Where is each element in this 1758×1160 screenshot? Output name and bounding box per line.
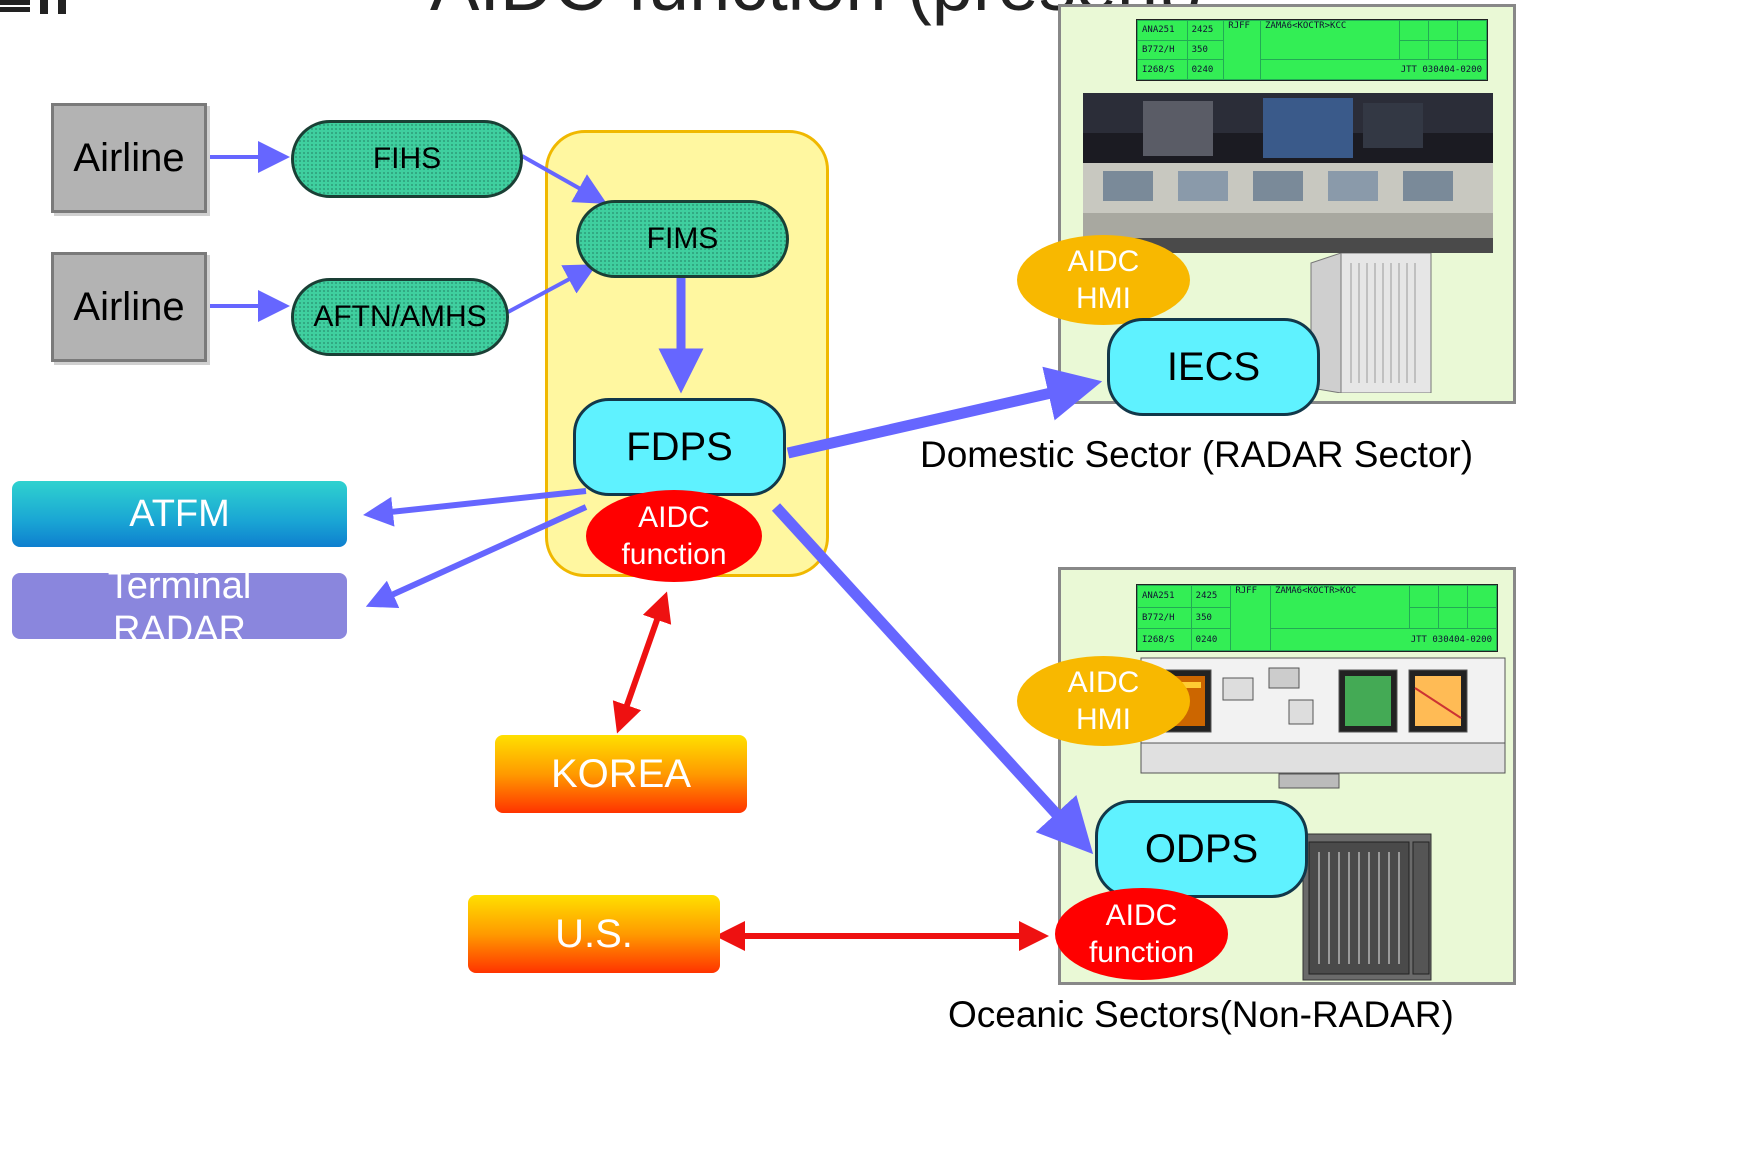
iecs-node: IECS xyxy=(1107,318,1320,416)
strip-cell: ZAMA6<KOCTR>KOC xyxy=(1270,584,1410,630)
airline-box-1: Airline xyxy=(51,103,207,213)
airline-box-2: Airline xyxy=(51,252,207,362)
strip-cell xyxy=(1409,606,1439,630)
strip-cell: 2425 xyxy=(1190,585,1232,608)
strip-cell: B772/H xyxy=(1137,606,1192,630)
strip-cell xyxy=(1399,20,1429,41)
domestic-sector-caption: Domestic Sector (RADAR Sector) xyxy=(920,434,1474,475)
strip-cell: RJFF xyxy=(1223,20,1261,80)
fdps-node: FDPS xyxy=(573,398,786,496)
fims-node: FIMS xyxy=(576,200,789,278)
strip-cell: ZAMA6<KOCTR>KCC xyxy=(1260,19,1400,61)
strip-cell xyxy=(1409,585,1439,608)
oceanic-sector-panel: ANA251 2425 RJFF ZAMA6<KOCTR>KOC B772/H … xyxy=(1058,567,1516,985)
oceanic-server-image xyxy=(1302,833,1432,981)
hmi-label: HMI xyxy=(1076,703,1131,736)
strip-cell xyxy=(1438,606,1468,630)
aidc-label: AIDC xyxy=(1067,244,1140,278)
strip-cell: 350 xyxy=(1190,606,1232,630)
us-box: U.S. xyxy=(468,895,720,973)
strip-cell: 0240 xyxy=(1190,628,1232,651)
strip-cell xyxy=(1438,585,1468,608)
domestic-flight-strip: ANA251 2425 RJFF ZAMA6<KOCTR>KCC B772/H … xyxy=(1136,19,1488,81)
strip-cell: I268/S xyxy=(1137,59,1188,80)
aftn-amhs-label: AFTN/AMHS xyxy=(313,300,487,333)
fihs-node: FIHS xyxy=(291,120,523,198)
radar-label: RADAR xyxy=(112,608,247,639)
korea-box: KOREA xyxy=(495,735,747,813)
domestic-console-photo xyxy=(1083,93,1493,253)
hmi-label: HMI xyxy=(1076,282,1131,315)
function-label: function xyxy=(1088,936,1195,969)
strip-cell: ANA251 xyxy=(1137,585,1192,608)
domestic-aidc-hmi: AIDC HMI xyxy=(1017,235,1190,325)
oceanic-flight-strip: ANA251 2425 RJFF ZAMA6<KOCTR>KOC B772/H … xyxy=(1136,584,1498,652)
strip-cell xyxy=(1457,20,1487,41)
strip-cell xyxy=(1457,39,1487,61)
oceanic-sector-caption: Oceanic Sectors(Non-RADAR) xyxy=(948,994,1454,1035)
fdps-label: FDPS xyxy=(626,424,733,469)
oceanic-aidc-hmi: AIDC HMI xyxy=(1017,656,1190,746)
terminal-radar-box: Terminal RADAR xyxy=(12,573,347,639)
terminal-label: Terminal xyxy=(107,573,252,607)
strip-cell xyxy=(1428,20,1458,41)
strip-cell: 350 xyxy=(1186,39,1225,61)
strip-cell: B772/H xyxy=(1137,39,1188,61)
korea-label: KOREA xyxy=(550,751,692,796)
aidc-label: AIDC xyxy=(638,500,710,534)
fihs-label: FIHS xyxy=(372,142,442,175)
atfm-box: ATFM xyxy=(12,481,347,547)
us-label: U.S. xyxy=(555,911,633,956)
strip-cell: ANA251 xyxy=(1137,20,1188,41)
airline-label: Airline xyxy=(73,284,185,329)
oceanic-console-image xyxy=(1140,657,1506,789)
strip-cell xyxy=(1399,39,1429,61)
strip-cell: 0240 xyxy=(1186,59,1225,80)
logo-fragment xyxy=(0,0,66,14)
fdps-aidc-function: AIDC function xyxy=(586,490,762,582)
strip-cell: I268/S xyxy=(1137,628,1192,651)
atfm-label: ATFM xyxy=(129,492,230,535)
iecs-label: IECS xyxy=(1166,344,1261,389)
strip-cell xyxy=(1467,585,1497,608)
page-title: AIDC function (present) xyxy=(430,0,1330,22)
odps-label: ODPS xyxy=(1144,826,1259,871)
domestic-sector-panel: ANA251 2425 RJFF ZAMA6<KOCTR>KCC B772/H … xyxy=(1058,4,1516,404)
aidc-label: AIDC xyxy=(1067,665,1140,699)
aftn-amhs-node: AFTN/AMHS xyxy=(291,278,509,356)
domestic-server-image xyxy=(1310,253,1432,393)
strip-cell: JTT 030404-0200 xyxy=(1260,59,1487,80)
strip-cell: 2425 xyxy=(1186,20,1225,41)
function-label: function xyxy=(621,538,727,571)
fims-label: FIMS xyxy=(646,222,719,255)
airline-label: Airline xyxy=(73,135,185,180)
odps-node: ODPS xyxy=(1095,800,1308,898)
strip-cell: JTT 030404-0200 xyxy=(1270,628,1497,651)
arrow-aidc-korea xyxy=(612,591,672,734)
strip-cell xyxy=(1467,606,1497,630)
strip-cell xyxy=(1428,39,1458,61)
strip-cell: RJFF xyxy=(1230,585,1271,651)
aidc-label: AIDC xyxy=(1105,898,1178,932)
oceanic-aidc-function: AIDC function xyxy=(1055,888,1228,980)
